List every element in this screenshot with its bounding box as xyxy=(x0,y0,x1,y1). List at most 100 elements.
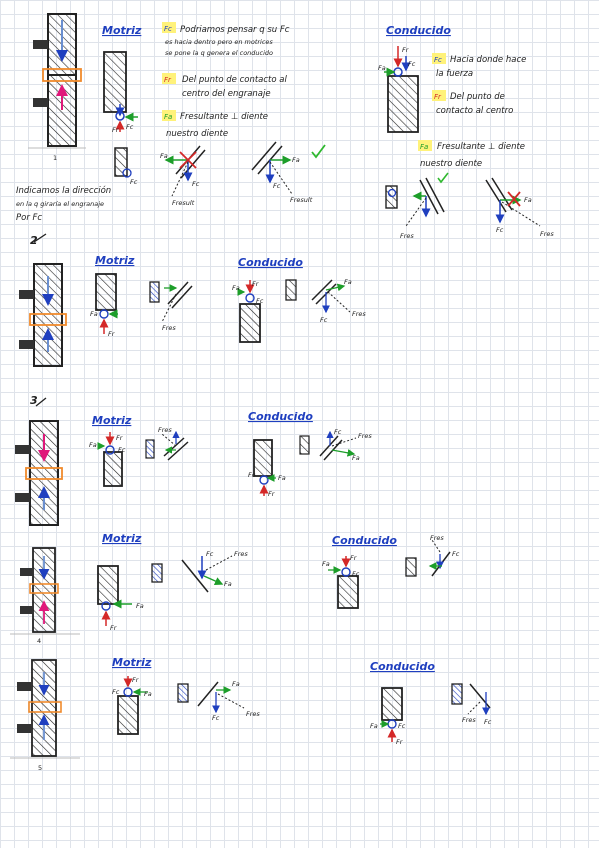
page-number: 4 xyxy=(37,637,41,645)
fc-label: Fc xyxy=(130,178,138,186)
fres-label: Fres xyxy=(234,550,248,558)
note-line: es hacia dentro pero en motrices xyxy=(165,38,273,46)
fr-label: Fr xyxy=(116,434,124,442)
section4-motriz-title: Motriz xyxy=(102,532,142,545)
fc-label: Fc xyxy=(126,123,134,131)
page-number: 1 xyxy=(53,154,57,162)
note-line: Fresultante ⊥ diente xyxy=(437,142,525,152)
section1-conducido-title: Conducido xyxy=(386,24,451,37)
fr-label: Fr xyxy=(108,330,116,338)
fa-label: Fa xyxy=(524,196,532,204)
fc-label: Fc xyxy=(212,714,220,722)
section1-motriz-title: Motriz xyxy=(102,24,142,37)
section4-conducido-title: Conducido xyxy=(332,534,397,547)
fres-label: Fresult xyxy=(172,199,195,207)
conducido-force-fres-4: Fc Fres xyxy=(405,534,460,577)
conducido-force-fres-1: Fres xyxy=(400,177,445,240)
fr-label: Fr xyxy=(396,738,404,746)
motriz-force-fres-3: Fres xyxy=(145,426,189,461)
fr-label: Fr xyxy=(110,624,118,632)
fc-label: Fc xyxy=(408,60,416,68)
motriz-force-fres-4: Fc Fa Fres xyxy=(151,550,248,593)
fa-tag: Fa xyxy=(164,113,172,121)
note-line: nuestro diente xyxy=(420,159,482,169)
fres-label: Fres xyxy=(540,230,554,238)
note-line: Indicamos la dirección xyxy=(16,185,111,196)
fres-label: Fres xyxy=(358,432,372,440)
fr-label: Fr xyxy=(402,46,410,54)
fa-label: Fa xyxy=(344,278,352,286)
gear-pair-diagram-3 xyxy=(15,420,63,526)
section3-motriz-title: Motriz xyxy=(92,414,132,427)
fc-tag: Fc xyxy=(434,56,442,64)
conducido-force-fres-5: Fc Fres xyxy=(451,683,492,726)
fa-label: Fa xyxy=(278,474,286,482)
fa-label: Fa xyxy=(232,680,240,688)
motriz-tooth-1: Fc Fr xyxy=(103,51,138,134)
section5-motriz-title: Motriz xyxy=(112,656,152,669)
note-line: se pone la q genera el conducido xyxy=(165,49,273,57)
fa-label: Fa xyxy=(136,602,144,610)
fa-label: Fa xyxy=(370,722,378,730)
note-line: Por Fc xyxy=(16,213,42,223)
section3-conducido-title: Conducido xyxy=(248,410,313,423)
gear-pair-diagram-4 xyxy=(20,547,59,633)
note-line: Podriamos pensar q su Fc xyxy=(180,25,290,35)
note-line: contacto al centro xyxy=(436,106,513,116)
note-line: centro del engranaje xyxy=(182,89,271,99)
fres-label: Fres xyxy=(430,534,444,542)
fa-label: Fa xyxy=(89,441,97,449)
conducido-tooth-1: Fa Fr Fc xyxy=(378,46,419,133)
note-line: en la q giraría el engranaje xyxy=(16,200,104,208)
section5-conducido-title: Conducido xyxy=(370,660,435,673)
fr-label: Fr xyxy=(350,554,358,562)
note-line: Hacia donde hace xyxy=(450,55,526,65)
fa-label: Fa xyxy=(160,152,168,160)
fa-tag: Fa xyxy=(420,143,428,151)
fc-label: Fc xyxy=(352,570,360,578)
fc-label: Fc xyxy=(484,718,492,726)
section2-conducido-title: Conducido xyxy=(238,256,303,269)
section-mark: 3 xyxy=(30,394,38,407)
fa-label: Fa xyxy=(224,580,232,588)
section2-motriz-title: Motriz xyxy=(95,254,135,267)
fa-label: Fa xyxy=(322,560,330,568)
note-line: la fuerza xyxy=(436,69,473,79)
motriz-tooth-3: Fr Fa Fc xyxy=(89,432,126,487)
motriz-tooth-small-1: Fc xyxy=(114,147,138,186)
fr-label: Fr xyxy=(112,126,120,134)
gear-pair-diagram-1 xyxy=(33,13,82,147)
fc-label: Fc xyxy=(118,446,126,454)
fa-label: Fa xyxy=(378,64,386,72)
fr-label: Fr xyxy=(132,676,140,684)
motriz-tooth-4: Fa Fr xyxy=(97,565,144,632)
fr-label: Fr xyxy=(252,280,260,288)
motriz-tooth-5: Fc Fa Fr xyxy=(112,676,152,735)
fa-label: Fa xyxy=(144,690,152,698)
fa-label: Fa xyxy=(232,284,240,292)
fres-label: Fres xyxy=(246,710,260,718)
fc-label: Fc xyxy=(256,297,264,305)
motriz-tooth-2: Fa Fr xyxy=(90,273,118,338)
conducido-force-crossed-1: Fa Fc Fres xyxy=(485,177,554,238)
fc-label: Fc xyxy=(192,180,200,188)
fc-label: Fc xyxy=(206,550,214,558)
fc-label: Fc xyxy=(320,316,328,324)
note-line: Del punto de xyxy=(450,92,505,102)
conducido-force-fres-3: Fc Fres Fa xyxy=(299,428,372,462)
fc-label: Fc xyxy=(398,722,406,730)
conducido-tooth-3: Fr Fa Fc xyxy=(248,439,286,498)
motriz-force-fres-2: Fres xyxy=(149,281,193,332)
force-diagram-crossed: Fa Fc Fresult xyxy=(160,145,206,207)
conducido-tooth-2: Fa Fc Fr xyxy=(232,280,264,343)
fres-label: Fres xyxy=(352,310,366,318)
conducido-tooth-4: Fa Fc Fr xyxy=(322,554,360,609)
conducido-tooth-5: Fa Fr Fc xyxy=(370,687,406,746)
check-icon xyxy=(311,144,326,159)
page-number: 5 xyxy=(38,764,42,772)
fr-tag: Fr xyxy=(164,76,172,84)
note-line: Fresultante ⊥ diente xyxy=(180,112,268,122)
conducido-small-tooth-1 xyxy=(385,185,398,209)
fc-label: Fc xyxy=(112,688,120,696)
